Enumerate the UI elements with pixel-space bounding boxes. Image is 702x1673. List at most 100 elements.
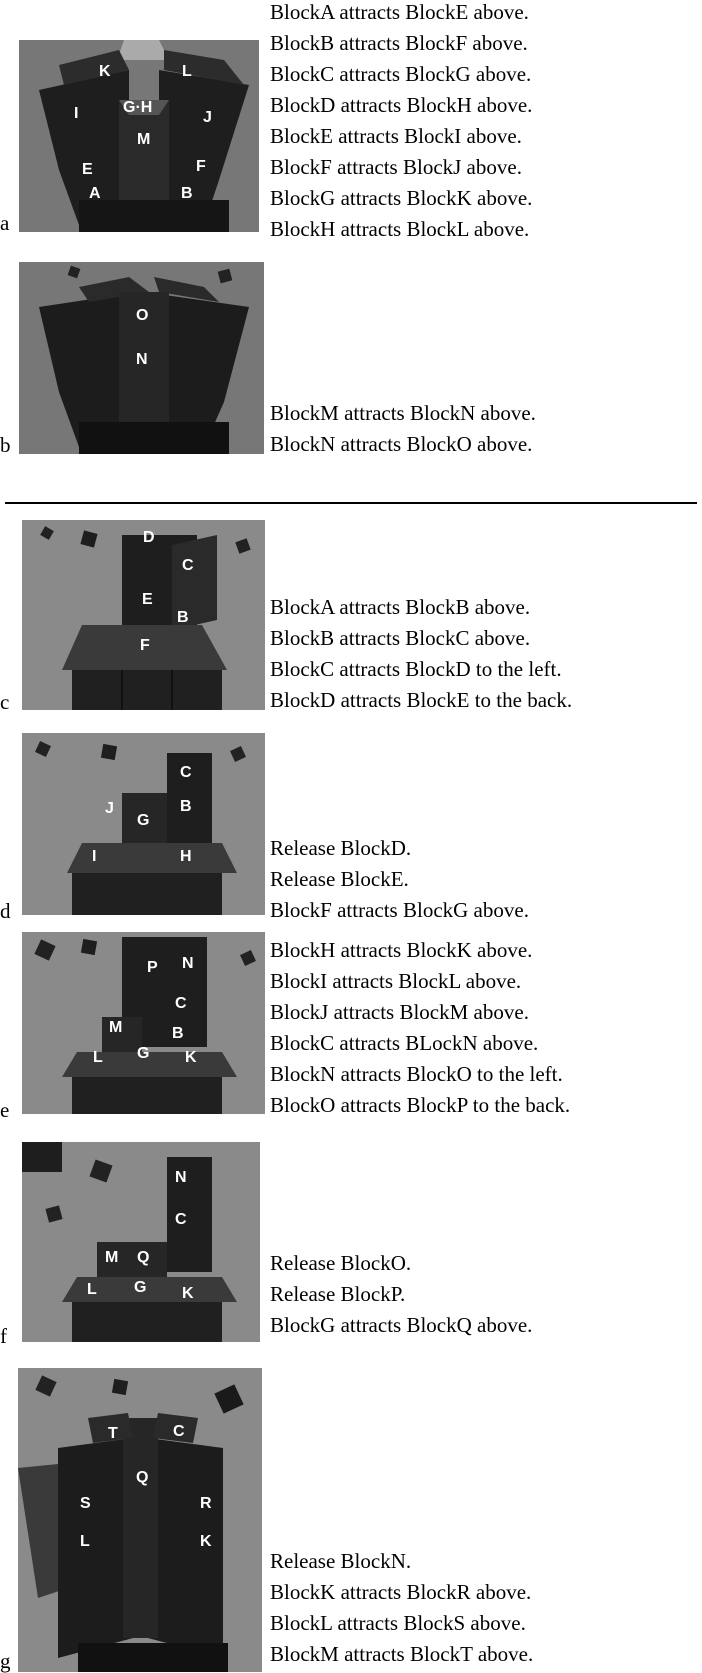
instruction-line: BlockD attracts BlockE to the back.	[270, 685, 572, 716]
block-label: L	[87, 1281, 97, 1298]
block-label: C	[173, 1423, 185, 1440]
instruction-line: BlockG attracts BlockQ above.	[270, 1310, 532, 1341]
block-label: B	[181, 185, 193, 202]
block-label: E	[82, 161, 93, 178]
instruction-line: BlockG attracts BlockK above.	[270, 183, 532, 214]
instruction-line: BlockC attracts BLockN above.	[270, 1028, 570, 1059]
block-label: L	[93, 1049, 103, 1066]
instruction-line: Release BlockD.	[270, 833, 529, 864]
panel-letter: a	[0, 213, 9, 234]
instruction-line: BlockA attracts BlockE above.	[270, 0, 532, 28]
block-label: G	[134, 1279, 146, 1296]
panel-a: K L I G·H J M E F A B a BlockA attracts …	[0, 0, 702, 262]
block-label: Q	[136, 1469, 148, 1486]
instruction-line: Release BlockN.	[270, 1546, 533, 1577]
instruction-line: BlockN attracts BlockO to the left.	[270, 1059, 570, 1090]
panel-c-instructions: BlockA attracts BlockB above. BlockB att…	[270, 592, 572, 716]
instruction-line: Release BlockE.	[270, 864, 529, 895]
block-label: B	[177, 609, 189, 626]
instruction-line: BlockL attracts BlockS above.	[270, 1608, 533, 1639]
panel-f-image: N C M Q L G K	[22, 1142, 260, 1342]
panel-d: C J B G I H d Release BlockD. Release Bl…	[0, 733, 702, 933]
panel-d-instructions: Release BlockD. Release BlockE. BlockF a…	[270, 833, 529, 926]
instruction-line: BlockI attracts BlockL above.	[270, 966, 570, 997]
panel-letter: d	[0, 901, 11, 922]
block-label: G	[137, 1045, 149, 1062]
block-label: I	[92, 848, 96, 865]
block-label: N	[182, 955, 194, 972]
panel-c-image: D C E B F	[22, 520, 265, 710]
panel-g-instructions: Release BlockN. BlockK attracts BlockR a…	[270, 1546, 533, 1670]
instruction-line: BlockH attracts BlockL above.	[270, 214, 532, 245]
block-label: K	[185, 1049, 197, 1066]
block-label: J	[203, 109, 212, 126]
instruction-line: BlockB attracts BlockF above.	[270, 28, 532, 59]
block-label: S	[80, 1495, 91, 1512]
block-label: G	[137, 812, 149, 829]
block-label: B	[180, 798, 192, 815]
panel-e-image: P N C M B L G K	[22, 932, 265, 1114]
block-label: L	[80, 1533, 90, 1550]
block-label: C	[175, 995, 187, 1012]
instruction-line: BlockC attracts BlockG above.	[270, 59, 532, 90]
block-label: M	[109, 1019, 122, 1036]
section-divider	[5, 502, 697, 504]
block-label: N	[136, 351, 148, 368]
panel-letter: g	[0, 1651, 11, 1672]
panel-d-image: C J B G I H	[22, 733, 265, 915]
panel-a-instructions: BlockA attracts BlockE above. BlockB att…	[270, 0, 532, 245]
block-label: H	[180, 848, 192, 865]
block-label: J	[105, 800, 114, 817]
instruction-line: BlockC attracts BlockD to the left.	[270, 654, 572, 685]
instruction-line: BlockE attracts BlockI above.	[270, 121, 532, 152]
panel-letter: e	[0, 1100, 9, 1121]
instruction-line: BlockM attracts BlockT above.	[270, 1639, 533, 1670]
instruction-line: Release BlockP.	[270, 1279, 532, 1310]
panel-e-instructions: BlockH attracts BlockK above. BlockI att…	[270, 935, 570, 1121]
block-label: C	[180, 764, 192, 781]
panel-letter: c	[0, 692, 9, 713]
block-label: I	[74, 105, 78, 122]
instruction-line: BlockO attracts BlockP to the back.	[270, 1090, 570, 1121]
block-label: D	[143, 529, 155, 546]
block-label: E	[142, 591, 153, 608]
instruction-line: BlockN attracts BlockO above.	[270, 429, 536, 460]
block-label: T	[108, 1425, 118, 1442]
panel-e: P N C M B L G K e BlockH attracts BlockK…	[0, 932, 702, 1132]
instruction-line: BlockA attracts BlockB above.	[270, 592, 572, 623]
instruction-line: BlockH attracts BlockK above.	[270, 935, 570, 966]
block-label: L	[182, 63, 192, 80]
block-label: F	[196, 158, 206, 175]
instruction-line: BlockM attracts BlockN above.	[270, 398, 536, 429]
instruction-line: BlockD attracts BlockH above.	[270, 90, 532, 121]
block-label: M	[105, 1249, 118, 1266]
panel-b: O N b BlockM attracts BlockN above. Bloc…	[0, 262, 702, 462]
instruction-line: BlockK attracts BlockR above.	[270, 1577, 533, 1608]
block-label: K	[99, 63, 111, 80]
block-label: R	[200, 1495, 212, 1512]
block-label: G·H	[123, 99, 152, 116]
instruction-line: BlockF attracts BlockG above.	[270, 895, 529, 926]
panel-f: N C M Q L G K f Release BlockO. Release …	[0, 1142, 702, 1352]
panel-letter: f	[0, 1326, 7, 1347]
panel-letter: b	[0, 435, 11, 456]
block-label: A	[89, 185, 101, 202]
block-label: F	[140, 637, 150, 654]
block-label: K	[182, 1285, 194, 1302]
block-label: K	[200, 1533, 212, 1550]
panel-g-image: T C Q S R L K	[18, 1368, 262, 1672]
instruction-line: BlockJ attracts BlockM above.	[270, 997, 570, 1028]
block-label: C	[175, 1211, 187, 1228]
block-label: M	[137, 131, 150, 148]
block-label: P	[147, 959, 158, 976]
instruction-line: BlockF attracts BlockJ above.	[270, 152, 532, 183]
panel-g: T C Q S R L K g Release BlockN. BlockK a…	[0, 1368, 702, 1672]
panel-f-instructions: Release BlockO. Release BlockP. BlockG a…	[270, 1248, 532, 1341]
block-label: O	[136, 307, 148, 324]
panel-c: D C E B F c BlockA attracts BlockB above…	[0, 520, 702, 720]
block-label: N	[175, 1169, 187, 1186]
instruction-line: Release BlockO.	[270, 1248, 532, 1279]
panel-b-image: O N	[19, 262, 264, 454]
block-label: B	[172, 1025, 184, 1042]
panel-a-image: K L I G·H J M E F A B	[19, 40, 259, 232]
